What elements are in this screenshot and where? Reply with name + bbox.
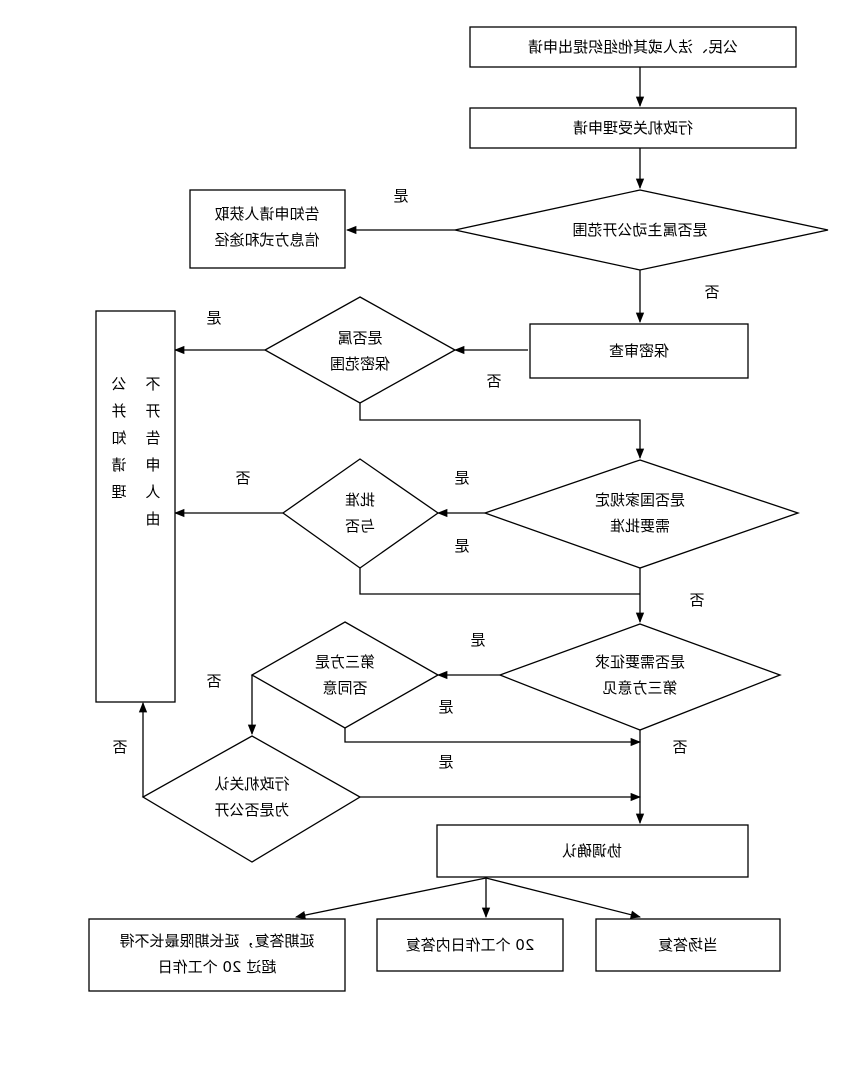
label-yes-secret: 是 bbox=[206, 309, 221, 327]
node-reply-20days-label: 20 个工作日内答复 bbox=[406, 936, 535, 954]
nodes: 公民、法人或其他组织提出申请 行政机关受理申请 是否属主动公开范围 告知申请人获… bbox=[88, 26, 829, 992]
node-refuse-char-6: 由 bbox=[145, 510, 160, 528]
node-approved-line1: 批准 bbox=[345, 491, 375, 509]
label-yes-agency: 是 bbox=[438, 753, 453, 771]
node-refuse-char-7: 公 bbox=[111, 375, 126, 393]
node-agency-decides: 行政机关认 为是否公开 bbox=[141, 735, 362, 863]
label-no-agency: 否 bbox=[112, 738, 127, 756]
node-is-secret: 是否属 保密范围 bbox=[263, 296, 457, 404]
node-third-party-agree: 第三方是 否同意 bbox=[250, 621, 440, 729]
node-accept-label: 行政机关受理申请 bbox=[573, 119, 693, 137]
label-no-secret: 否 bbox=[486, 372, 501, 390]
label-yes-third-party: 是 bbox=[470, 631, 485, 649]
node-refuse-char-8: 并 bbox=[111, 402, 126, 420]
node-reply-extended: 延期答复，延长期限最长不得 超过 20 个工作日 bbox=[88, 918, 346, 992]
node-refuse-char-11: 理 bbox=[111, 483, 126, 501]
node-third-party-needed-line2: 第三方意见 bbox=[602, 679, 677, 697]
node-reply-extended-line2: 超过 20 个工作日 bbox=[158, 958, 277, 976]
node-apply-label: 公民、法人或其他组织提出申请 bbox=[528, 38, 738, 56]
node-coordinate: 协调确认 bbox=[436, 824, 749, 878]
node-refuse-char-10: 请 bbox=[111, 456, 126, 474]
edge-coordinate-to-extended bbox=[294, 877, 487, 920]
node-reply-onsite: 当场答复 bbox=[595, 918, 781, 972]
node-reply-20days: 20 个工作日内答复 bbox=[376, 918, 564, 972]
node-refuse-char-5: 人 bbox=[145, 483, 160, 501]
node-third-party-agree-line2: 否同意 bbox=[322, 679, 367, 697]
node-refuse-char-3: 告 bbox=[145, 429, 160, 447]
node-state-approval-line1: 是否国家规定 bbox=[595, 491, 685, 509]
node-refuse-char-1: 不 bbox=[145, 375, 160, 393]
node-is-secret-line1: 是否属 bbox=[337, 329, 382, 347]
label-no-third-party: 否 bbox=[672, 738, 687, 756]
connectors bbox=[138, 67, 645, 920]
edge-agree-to-main bbox=[344, 728, 642, 747]
label-no-approval: 否 bbox=[689, 591, 704, 609]
label-no-agree: 否 bbox=[206, 672, 221, 690]
edge-labels: 是 否 是 否 否 是 是 否 是 否 是 否 否 是 bbox=[112, 187, 719, 771]
node-coordinate-label: 协调确认 bbox=[562, 842, 622, 860]
node-third-party-needed: 是否需要征求 第三方意见 bbox=[498, 623, 782, 731]
node-secrecy-review-label: 保密审查 bbox=[609, 342, 669, 360]
node-inform-channel-line2: 信息方式和途径 bbox=[214, 231, 319, 249]
node-active-scope: 是否属主动公开范围 bbox=[454, 189, 829, 271]
node-approved: 批准 与否 bbox=[281, 458, 440, 569]
edge-coordinate-to-onsite bbox=[485, 877, 642, 919]
node-secrecy-review: 保密审查 bbox=[529, 323, 749, 379]
label-yes-agree: 是 bbox=[438, 698, 453, 716]
node-refuse-char-9: 知 bbox=[111, 429, 126, 447]
label-no-approved: 否 bbox=[235, 469, 250, 487]
node-refuse-char-4: 申 bbox=[145, 456, 160, 474]
node-agency-decides-line2: 为是否公开 bbox=[214, 801, 289, 819]
node-approved-line2: 与否 bbox=[345, 517, 375, 535]
label-no-secrecy: 否 bbox=[704, 283, 719, 301]
node-refuse-char-2: 开 bbox=[145, 402, 160, 420]
node-agency-decides-line1: 行政机关认 bbox=[214, 775, 289, 793]
node-state-approval-line2: 需要批准 bbox=[610, 517, 670, 535]
node-active-scope-label: 是否属主动公开范围 bbox=[572, 221, 707, 239]
node-reply-onsite-label: 当场答复 bbox=[658, 936, 718, 954]
node-state-approval: 是否国家规定 需要批准 bbox=[483, 459, 801, 569]
node-is-secret-line2: 保密范围 bbox=[330, 355, 390, 373]
node-apply: 公民、法人或其他组织提出申请 bbox=[469, 26, 797, 68]
node-inform-channel: 告知申请人获取 信息方式和途径 bbox=[189, 189, 346, 269]
node-inform-channel-line1: 告知申请人获取 bbox=[214, 205, 319, 223]
label-yes-inform: 是 bbox=[393, 187, 408, 205]
label-yes-approved: 是 bbox=[454, 537, 469, 555]
edge-approved-to-main bbox=[359, 568, 640, 595]
node-third-party-needed-line1: 是否需要征求 bbox=[595, 653, 685, 671]
node-reply-extended-line1: 延期答复，延长期限最长不得 bbox=[119, 932, 314, 950]
label-yes-approval: 是 bbox=[454, 469, 469, 487]
edge-is-secret-to-state-approval bbox=[359, 403, 645, 460]
node-refuse: 不 开 告 申 人 由 公 并 知 请 理 bbox=[95, 310, 176, 703]
node-accept: 行政机关受理申请 bbox=[469, 107, 797, 149]
node-third-party-agree-line1: 第三方是 bbox=[315, 653, 375, 671]
